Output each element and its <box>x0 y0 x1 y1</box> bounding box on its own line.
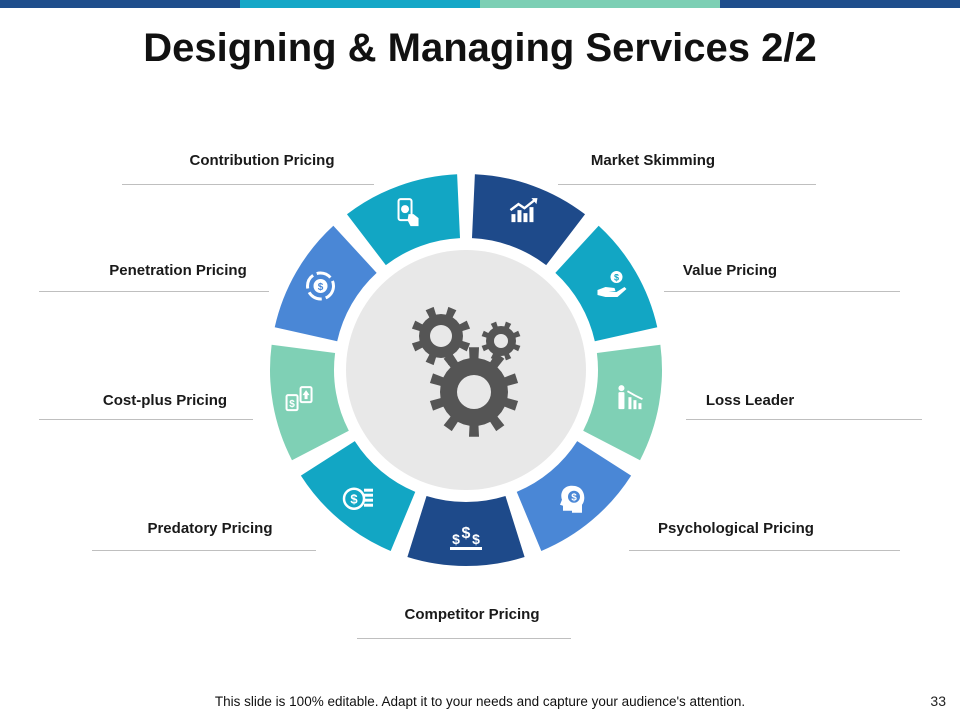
segment-icons: $ $$ $ $ <box>285 198 643 550</box>
underline-cost-plus-pricing <box>39 419 253 420</box>
label-contribution-pricing: Contribution Pricing <box>189 152 335 169</box>
price-tags-icon: $ <box>285 386 313 412</box>
underline-contribution-pricing <box>122 184 374 185</box>
label-psychological-pricing: Psychological Pricing <box>658 520 814 537</box>
svg-text:$: $ <box>472 531 480 547</box>
underline-competitor-pricing <box>357 638 571 639</box>
label-competitor-pricing: Competitor Pricing <box>404 606 540 623</box>
segment-predatory-pricing <box>300 441 416 551</box>
dollar-cycle-icon: $ <box>306 271 336 301</box>
top-bar-segment-3 <box>480 0 720 8</box>
underline-predatory-pricing <box>92 550 316 551</box>
underline-loss-leader <box>686 419 922 420</box>
svg-text:$: $ <box>289 399 295 410</box>
underline-market-skimming <box>558 184 816 185</box>
label-predatory-pricing: Predatory Pricing <box>147 520 273 537</box>
svg-text:$: $ <box>350 492 358 507</box>
label-cost-plus-pricing: Cost-plus Pricing <box>102 392 228 409</box>
segment-competitor-pricing <box>407 495 525 567</box>
svg-text:$: $ <box>614 273 619 283</box>
label-market-skimming: Market Skimming <box>590 152 716 169</box>
underline-value-pricing <box>664 291 900 292</box>
label-penetration-pricing: Penetration Pricing <box>109 262 247 279</box>
wheel-segments <box>270 174 662 567</box>
segment-market-skimming <box>471 174 586 266</box>
small-gear-hole <box>494 334 508 348</box>
label-loss-leader: Loss Leader <box>705 392 795 409</box>
slide-title: Designing & Managing Services 2/2 <box>143 26 817 70</box>
segment-value-pricing <box>555 225 658 342</box>
medium-gear-hole <box>430 325 452 347</box>
coin-stack-icon: $ <box>342 487 374 510</box>
phone-payment-icon <box>397 198 419 227</box>
svg-text:$: $ <box>571 493 577 504</box>
head-dollar-icon: $ <box>559 485 585 513</box>
underline-psychological-pricing <box>629 550 900 551</box>
hand-money-icon: $ <box>597 271 627 297</box>
label-value-pricing: Value Pricing <box>682 262 778 279</box>
top-bar-segment-4 <box>720 0 960 8</box>
top-bar-segment-1 <box>0 0 240 8</box>
large-gear-hole <box>457 375 491 409</box>
gears-icon <box>411 306 521 437</box>
person-declining-chart-icon <box>618 385 643 410</box>
svg-text:$: $ <box>318 282 324 293</box>
underline-penetration-pricing <box>39 291 269 292</box>
dollar-signs-icon: $ $ $ <box>450 525 482 550</box>
top-bar-segment-2 <box>240 0 480 8</box>
rising-chart-icon <box>509 198 538 223</box>
svg-text:$: $ <box>452 531 460 547</box>
top-color-bar <box>0 0 960 8</box>
svg-text:$: $ <box>462 525 471 542</box>
footer-note: This slide is 100% editable. Adapt it to… <box>214 694 746 709</box>
page-number: 33 <box>930 693 946 709</box>
